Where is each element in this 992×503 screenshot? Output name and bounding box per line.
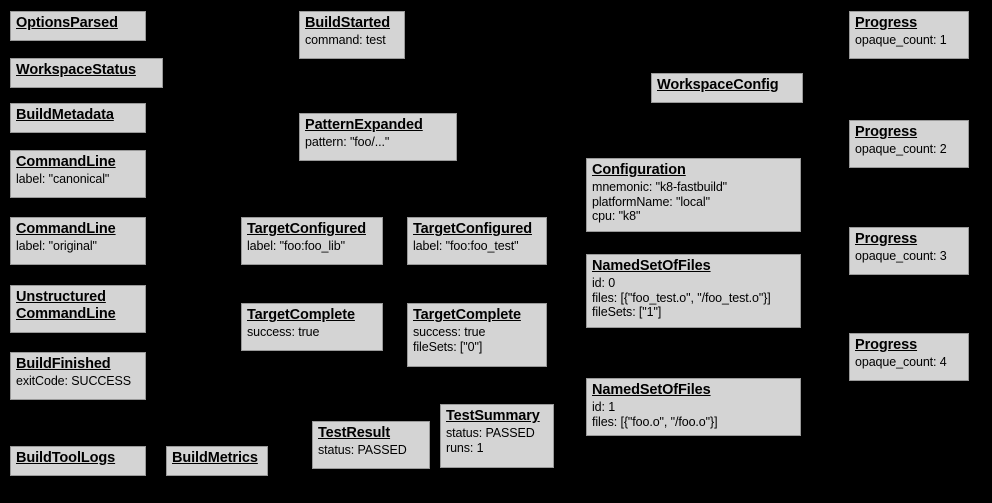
node-field: opaque_count: 1: [855, 32, 947, 47]
node-field: label: "foo:foo_test": [413, 238, 519, 253]
node-field: opaque_count: 2: [855, 141, 947, 156]
node-field: label: "original": [16, 238, 97, 253]
node-field: command: test: [305, 32, 386, 47]
node-title: TargetComplete: [247, 307, 355, 323]
node-title: Progress: [855, 231, 918, 247]
node-title: Unstructured CommandLine: [16, 289, 116, 322]
node-field: fileSets: ["0"]: [413, 339, 483, 354]
node-title: CommandLine: [16, 221, 116, 237]
node-fields: mnemonic: "k8-fastbuild"platformName: "l…: [592, 180, 795, 224]
node-title: TargetConfigured: [247, 221, 366, 237]
node-title: Progress: [855, 337, 918, 353]
node-fields: opaque_count: 4: [855, 355, 963, 370]
node-title: Progress: [855, 15, 918, 31]
node-title: TestSummary: [446, 408, 540, 424]
node-fields: label: "original": [16, 239, 140, 254]
node-options-parsed[interactable]: OptionsParsed: [10, 11, 146, 41]
node-fields: label: "foo:foo_lib": [247, 239, 377, 254]
node-title: BuildToolLogs: [16, 450, 116, 466]
node-fields: opaque_count: 2: [855, 142, 963, 157]
node-title: PatternExpanded: [305, 117, 423, 133]
node-field: status: PASSED: [446, 425, 535, 440]
node-field: runs: 1: [446, 440, 484, 455]
node-field: success: true: [247, 324, 320, 339]
node-field: exitCode: SUCCESS: [16, 373, 132, 388]
node-title: TestResult: [318, 425, 391, 441]
node-title: TargetConfigured: [413, 221, 532, 237]
node-title: TargetComplete: [413, 307, 521, 323]
node-title: BuildMetrics: [172, 450, 258, 466]
node-field: opaque_count: 3: [855, 248, 947, 263]
node-title: BuildFinished: [16, 356, 111, 372]
node-build-tool-logs[interactable]: BuildToolLogs: [10, 446, 146, 476]
node-field: success: true: [413, 324, 486, 339]
node-field: label: "canonical": [16, 171, 110, 186]
node-title: NamedSetOfFiles: [592, 258, 711, 274]
node-field: status: PASSED: [318, 442, 407, 457]
node-field: platformName: "local": [592, 194, 710, 209]
node-title: WorkspaceStatus: [16, 62, 136, 78]
node-fields: label: "foo:foo_test": [413, 239, 541, 254]
node-title: WorkspaceConfig: [657, 77, 779, 93]
node-fields: exitCode: SUCCESS: [16, 374, 140, 389]
node-fields: pattern: "foo/...": [305, 135, 451, 150]
node-field: label: "foo:foo_lib": [247, 238, 345, 253]
node-unstructured-command-line[interactable]: Unstructured CommandLine: [10, 285, 146, 333]
node-fields: opaque_count: 3: [855, 249, 963, 264]
node-field: fileSets: ["1"]: [592, 305, 662, 320]
node-title: CommandLine: [16, 154, 116, 170]
node-workspace-status[interactable]: WorkspaceStatus: [10, 58, 163, 88]
node-field: mnemonic: "k8-fastbuild": [592, 179, 728, 194]
node-fields: success: true: [247, 325, 377, 340]
node-build-metadata[interactable]: BuildMetadata: [10, 103, 146, 133]
node-field: opaque_count: 4: [855, 354, 947, 369]
node-title: NamedSetOfFiles: [592, 382, 711, 398]
node-title: BuildStarted: [305, 15, 391, 31]
node-field: pattern: "foo/...": [305, 134, 390, 149]
node-field: files: [{"foo_test.o", "/foo_test.o"}]: [592, 290, 771, 305]
node-build-metrics[interactable]: BuildMetrics: [166, 446, 268, 476]
node-title: OptionsParsed: [16, 15, 118, 31]
node-field: files: [{"foo.o", "/foo.o"}]: [592, 414, 718, 429]
node-title: Configuration: [592, 162, 686, 178]
node-field: id: 1: [592, 399, 616, 414]
node-field: cpu: "k8": [592, 209, 641, 224]
node-title: BuildMetadata: [16, 107, 114, 123]
node-fields: command: test: [305, 33, 399, 48]
node-fields: opaque_count: 1: [855, 33, 963, 48]
node-workspace-config[interactable]: WorkspaceConfig: [651, 73, 803, 103]
node-fields: label: "canonical": [16, 172, 140, 187]
node-title: Progress: [855, 124, 918, 140]
node-field: id: 0: [592, 275, 616, 290]
node-fields: status: PASSED: [318, 443, 424, 458]
